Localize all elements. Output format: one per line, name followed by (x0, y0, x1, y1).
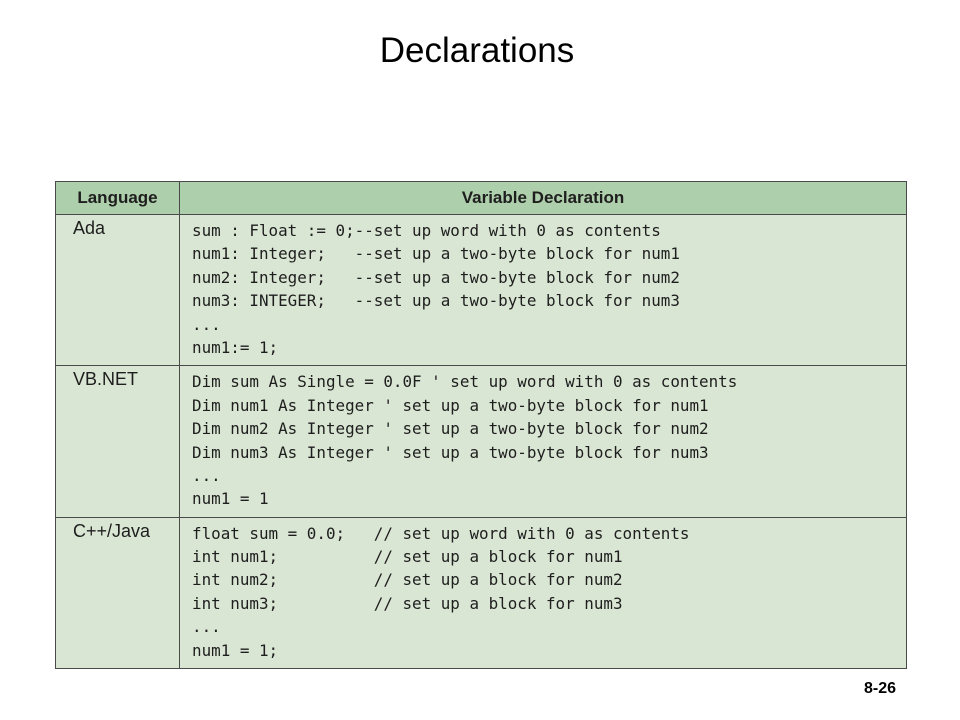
table-row-vbnet: VB.NET Dim sum As Single = 0.0F ' set up… (55, 365, 907, 518)
code-line: int num1; // set up a block for num1 (192, 547, 623, 567)
code-line: sum : Float := 0;--set up word with 0 as… (192, 221, 661, 240)
code-line: Dim num3 As Integer ' set up a two-byte … (192, 442, 709, 462)
slide-title: Declarations (379, 31, 575, 70)
code-line: num2: Integer; --set up a two-byte block… (192, 267, 680, 287)
header-variable-declaration: Variable Declaration (179, 181, 907, 215)
code-line: ... (192, 617, 221, 637)
declarations-table: Language Variable Declaration Ada sum : … (55, 181, 907, 670)
code-line: Dim num2 As Integer ' set up a two-byte … (192, 419, 709, 439)
code-line: ... (192, 314, 221, 334)
code-line: num1 = 1; (192, 640, 279, 660)
language-cell: VB.NET (55, 365, 180, 518)
code-line: Dim num1 As Integer ' set up a two-byte … (192, 395, 709, 415)
table-row-ada: Ada sum : Float := 0;--set up word with … (55, 213, 907, 367)
code-cell: float sum = 0.0; // set up word with 0 a… (179, 516, 907, 670)
code-line: float sum = 0.0; // set up word with 0 a… (192, 523, 690, 543)
code-line: ... (192, 465, 221, 485)
code-line: Dim sum As Single = 0.0F ' set up word w… (192, 372, 738, 392)
code-line: num1:= 1; (192, 337, 279, 357)
code-cell: Dim sum As Single = 0.0F ' set up word w… (179, 365, 907, 518)
header-language: Language (55, 181, 180, 215)
table-row-cpp-java: C++/Java float sum = 0.0; // set up word… (55, 516, 907, 670)
code-line: int num3; // set up a block for num3 (192, 593, 623, 613)
code-cell: sum : Float := 0;--set up word with 0 as… (179, 213, 907, 367)
code-line: num1 = 1 (192, 489, 269, 509)
code-line: num1: Integer; --set up a two-byte block… (192, 244, 680, 264)
language-cell: C++/Java (55, 516, 180, 670)
language-cell: Ada (55, 213, 180, 367)
table-header-row: Language Variable Declaration (55, 181, 907, 215)
code-line: num3: INTEGER; --set up a two-byte block… (192, 291, 680, 311)
code-line: int num2; // set up a block for num2 (192, 570, 623, 590)
page-number: 8-26 (864, 680, 897, 697)
